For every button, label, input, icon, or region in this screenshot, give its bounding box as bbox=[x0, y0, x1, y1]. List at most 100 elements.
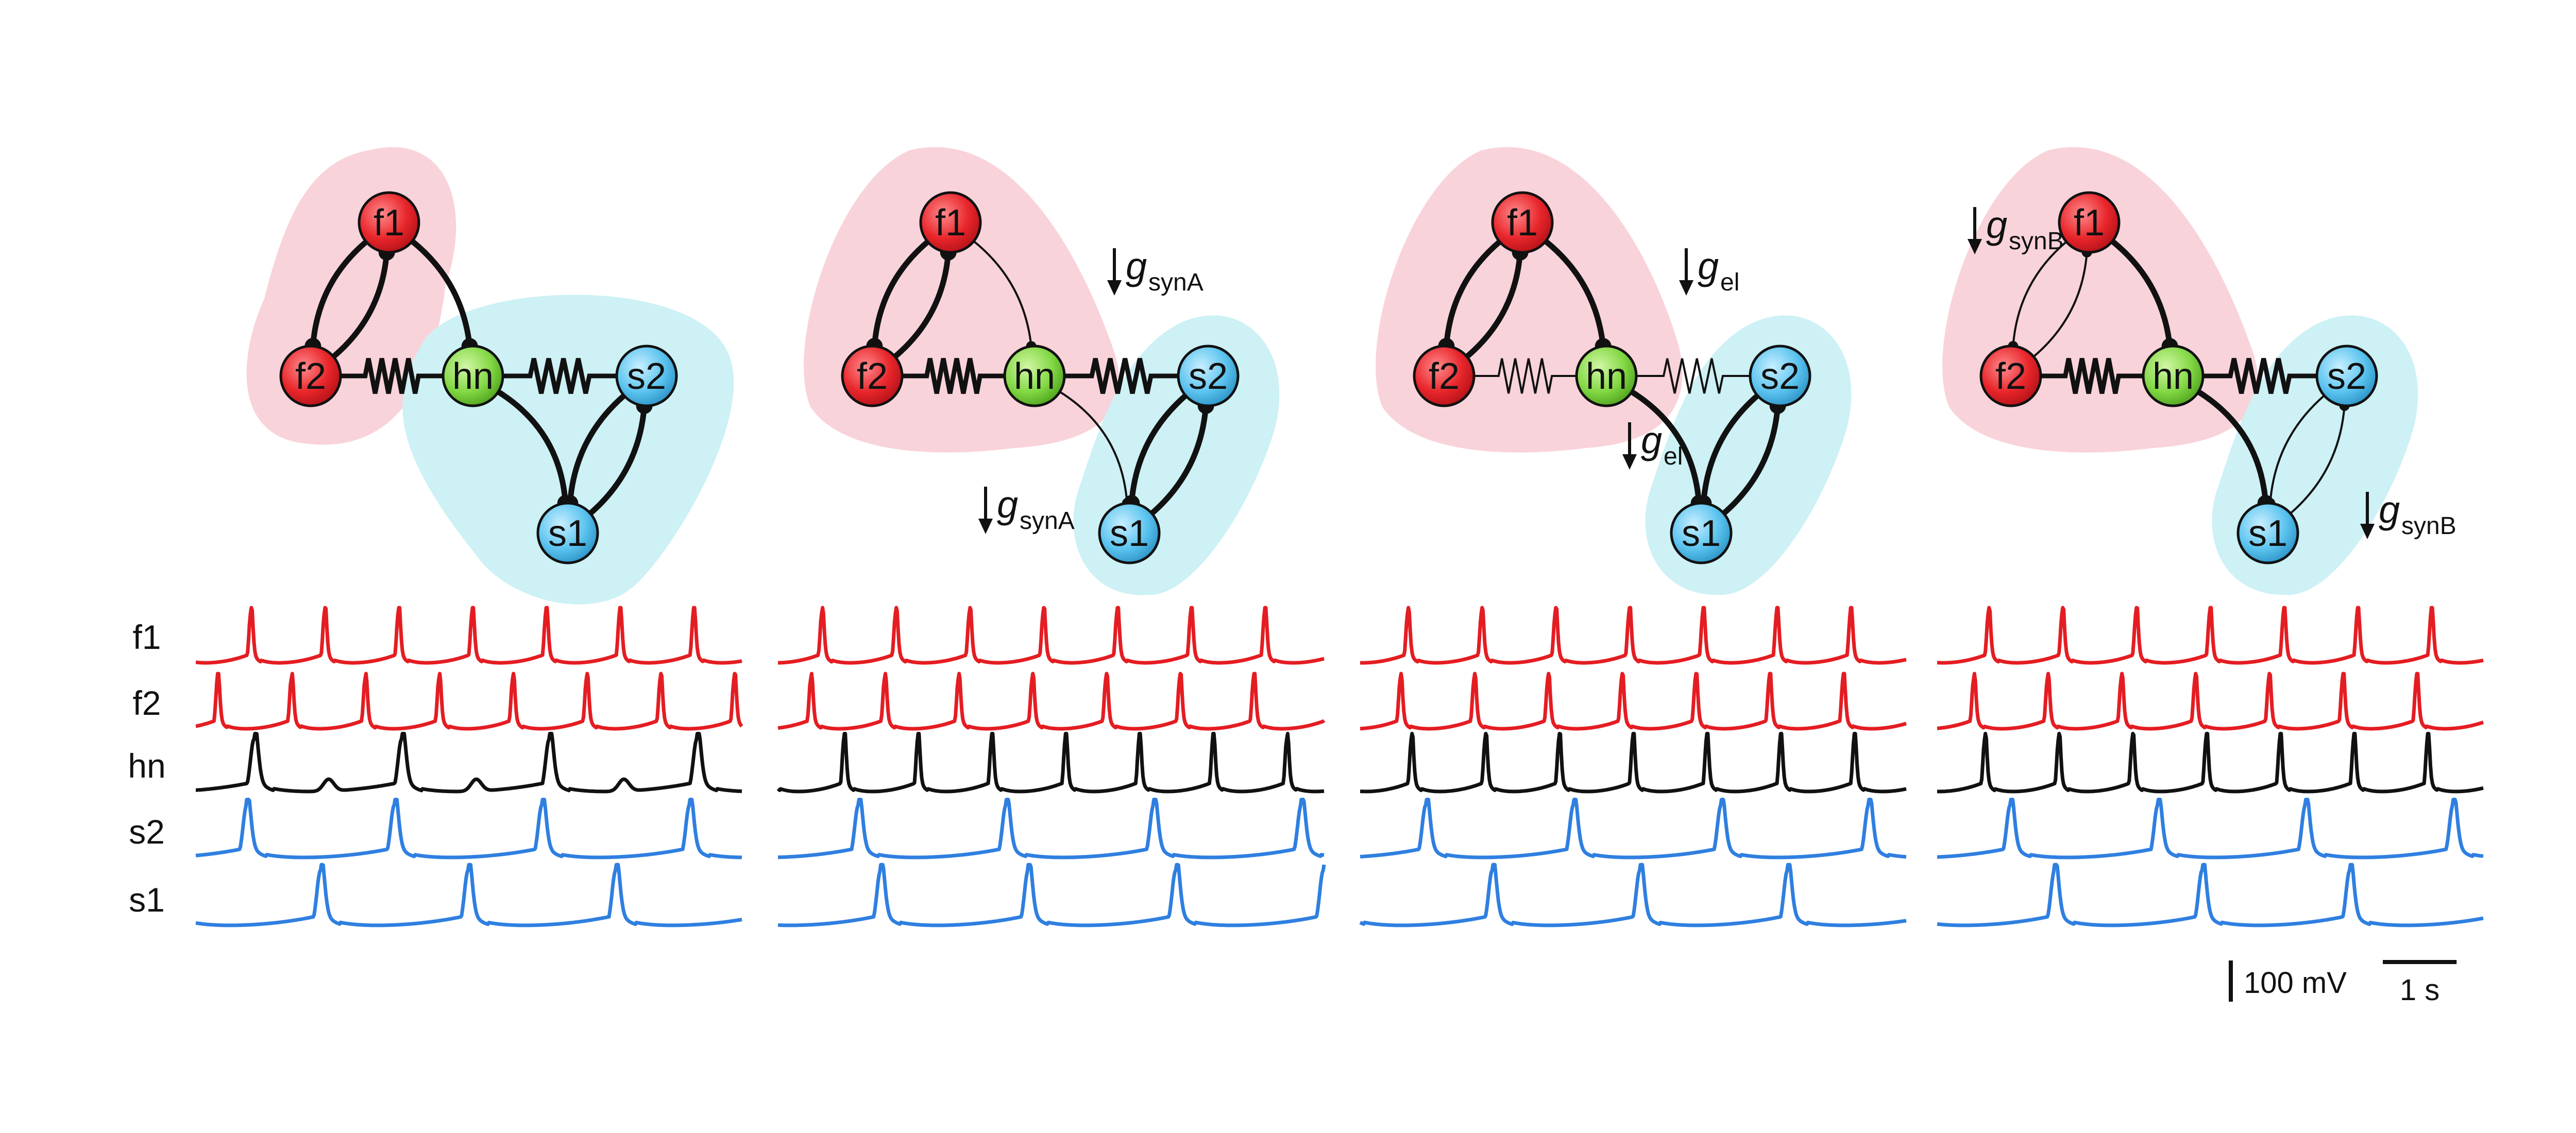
fast-group-region bbox=[804, 147, 1120, 453]
annotation-reduced-synA-0-arrowhead bbox=[1107, 280, 1122, 296]
node-f2-circle bbox=[279, 345, 342, 407]
electrical-coupling-hn-s2 bbox=[1064, 358, 1178, 394]
annotation-reduced-synB-0-symbol: g bbox=[1986, 203, 2007, 246]
node-f1: f1 bbox=[1491, 191, 1554, 254]
voltage-traces bbox=[195, 606, 2484, 928]
trace-hn-panel-1 bbox=[195, 732, 743, 794]
node-hn-label: hn bbox=[1586, 356, 1627, 397]
node-hn-label: hn bbox=[452, 356, 494, 397]
node-s1-label: s1 bbox=[1682, 513, 1721, 554]
electrical-coupling-f2-hn bbox=[1474, 358, 1577, 394]
node-s2: s2 bbox=[1749, 345, 1811, 407]
node-f2: f2 bbox=[279, 345, 342, 407]
annotation-reduced-synA-1-arrowhead bbox=[978, 519, 993, 534]
synapse-f2-f1 bbox=[2032, 251, 2088, 358]
node-f1-label: f1 bbox=[1507, 202, 1538, 244]
trace-f1-panel-2 bbox=[777, 606, 1325, 665]
node-s2-label: s2 bbox=[627, 356, 666, 397]
trace-f2-panel-2 bbox=[777, 672, 1326, 731]
trace-s2-panel-2 bbox=[777, 798, 1325, 860]
node-s2-circle bbox=[615, 345, 678, 407]
voltage-scale-label: 100 mV bbox=[2244, 966, 2347, 1000]
node-f2: f2 bbox=[1979, 345, 2042, 407]
synapse-f1-f2 bbox=[871, 238, 931, 349]
node-f2-label: f2 bbox=[1429, 356, 1460, 397]
node-s2-circle bbox=[1177, 345, 1240, 407]
row-label-hn: hn bbox=[128, 747, 165, 785]
synapse-s2-s1 bbox=[1128, 392, 1189, 506]
synapse-hn-s1 bbox=[495, 389, 569, 506]
node-hn: hn bbox=[442, 345, 504, 407]
node-s2: s2 bbox=[1177, 345, 1240, 407]
node-hn-circle bbox=[442, 345, 504, 407]
node-s1-label: s1 bbox=[1110, 513, 1149, 554]
annotation-reduced-el-0-symbol: g bbox=[1698, 245, 1719, 287]
annotation-reduced-synB-1-symbol: g bbox=[2379, 488, 2400, 531]
node-f2-circle bbox=[1979, 345, 2042, 407]
trace-f1-panel-1 bbox=[195, 606, 743, 665]
synapse-f1-hn bbox=[973, 240, 1032, 348]
trace-s2-panel-1 bbox=[195, 798, 743, 860]
synapse-f1-hn bbox=[1543, 238, 1606, 349]
electrical-coupling-hn-s2 bbox=[503, 358, 617, 394]
trace-s1-panel-2 bbox=[777, 863, 1326, 928]
fast-group-region bbox=[1942, 147, 2258, 453]
synapse-f1-hn bbox=[409, 238, 473, 349]
synapse-s1-s2 bbox=[2289, 404, 2346, 514]
trace-f2-panel-3 bbox=[1359, 672, 1907, 731]
time-scale-label: 1 s bbox=[2400, 973, 2439, 1007]
node-hn: hn bbox=[1003, 345, 1066, 407]
synapse-hn-s1 bbox=[1059, 390, 1128, 505]
node-f2-circle bbox=[841, 345, 904, 407]
row-label-s2: s2 bbox=[129, 813, 165, 851]
node-f2-label: f2 bbox=[1995, 356, 2026, 397]
electrical-coupling-hn-s2 bbox=[2203, 358, 2317, 394]
node-hn-circle bbox=[2142, 345, 2205, 407]
node-f1: f1 bbox=[2058, 191, 2121, 254]
node-s2-circle bbox=[2315, 345, 2378, 407]
annotation-reduced-synB-0-arrowhead bbox=[1968, 239, 1982, 254]
trace-s1-panel-4 bbox=[1936, 863, 2484, 928]
trace-f1-panel-4 bbox=[1936, 606, 2484, 665]
node-s2-label: s2 bbox=[2327, 356, 2366, 397]
node-s1: s1 bbox=[1670, 502, 1733, 564]
trace-f1-panel-3 bbox=[1359, 606, 1907, 665]
electrical-coupling-f2-hn bbox=[341, 358, 443, 394]
trace-s2-panel-3 bbox=[1359, 798, 1907, 860]
synapse-f2-f1 bbox=[1464, 249, 1523, 360]
electrical-coupling-hn-s2 bbox=[1636, 358, 1750, 394]
synapse-f1-f2 bbox=[1443, 238, 1503, 349]
synapse-s1-s2 bbox=[587, 403, 648, 517]
synapse-f2-f1 bbox=[892, 249, 952, 360]
node-hn: hn bbox=[2142, 345, 2205, 407]
trace-hn-panel-4 bbox=[1936, 732, 2484, 794]
synapse-s2-s1 bbox=[2269, 394, 2326, 505]
node-hn-label: hn bbox=[1014, 356, 1055, 397]
trace-hn-panel-3 bbox=[1359, 732, 1907, 794]
synapse-f1-hn bbox=[2109, 238, 2173, 349]
synapse-s2-s1 bbox=[567, 392, 627, 506]
annotation-reduced-synA-1-symbol: g bbox=[997, 483, 1018, 526]
node-f2-label: f2 bbox=[295, 356, 326, 397]
node-hn-label: hn bbox=[2153, 356, 2194, 397]
node-s2-circle bbox=[1749, 345, 1811, 407]
annotation-reduced-synB-1-subscript: synB bbox=[2401, 512, 2456, 540]
electrical-coupling-f2-hn bbox=[2041, 358, 2143, 394]
annotation-reduced-synA-0-symbol: g bbox=[1126, 245, 1147, 287]
node-f1-label: f1 bbox=[2074, 202, 2105, 244]
node-s1: s1 bbox=[536, 502, 599, 564]
scale-bar: 100 mV 1 s bbox=[2229, 960, 2457, 1007]
row-label-s1: s1 bbox=[129, 881, 165, 919]
synapse-f2-f1 bbox=[330, 249, 390, 360]
